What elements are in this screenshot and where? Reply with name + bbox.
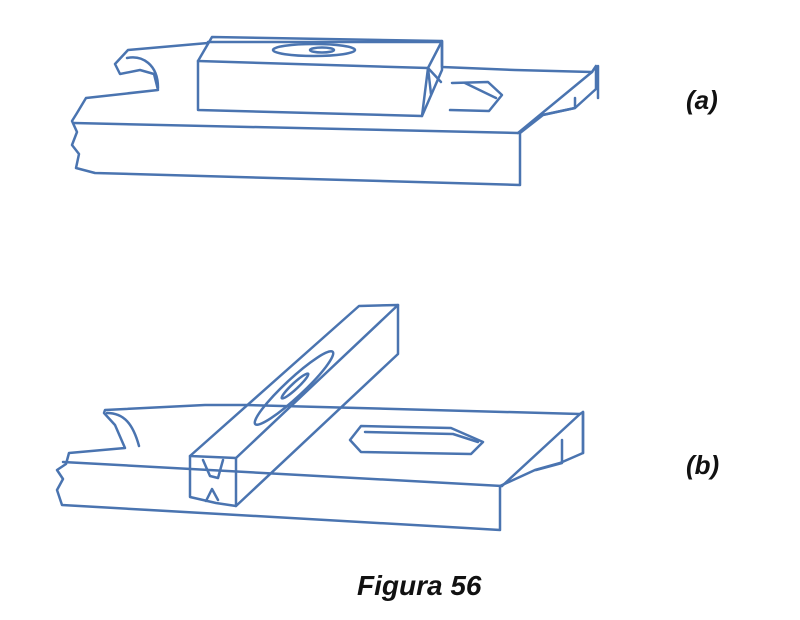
plate-b (55, 403, 585, 532)
spirit-level-a (196, 35, 444, 118)
panel-a-drawing (70, 35, 600, 187)
figure-label-a: (a) (686, 85, 718, 115)
figure-label-b: (b) (686, 450, 720, 480)
plate-a (70, 40, 600, 187)
figure-caption: Figura 56 (357, 570, 482, 601)
spirit-level-b (188, 303, 400, 508)
panel-b-drawing (55, 303, 585, 532)
